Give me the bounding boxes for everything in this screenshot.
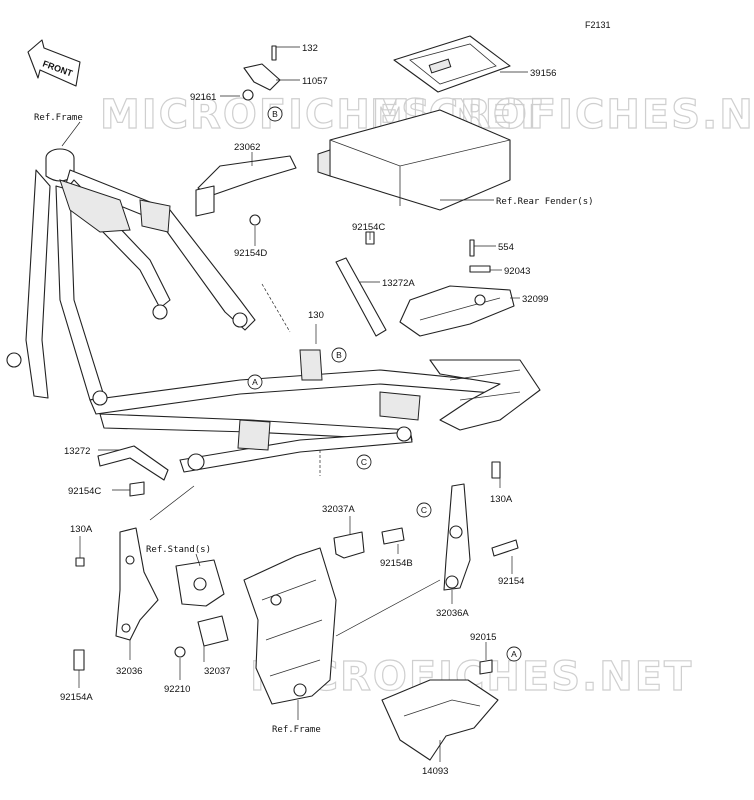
bracket-11057: [242, 45, 281, 101]
callout-b-top: B: [272, 109, 278, 119]
front-arrow-icon: FRONT: [27, 39, 81, 87]
callout-c-bracket: C: [421, 505, 427, 515]
bracket-32099: [399, 239, 515, 337]
stand-bracket: [175, 559, 225, 607]
label-92154A: 92154A: [60, 692, 93, 703]
label-92154D: 92154D: [234, 248, 267, 259]
rear-fender-box: [317, 109, 511, 211]
label-13272: 13272: [64, 446, 90, 457]
label-92015: 92015: [470, 632, 496, 643]
label-92154C-top: 92154C: [352, 222, 385, 233]
reference-labels: Ref.Frame Ref.Rear Fender(s) Ref.Stand(s…: [34, 113, 594, 735]
label-39156: 39156: [530, 68, 556, 79]
label-32037: 32037: [204, 666, 230, 677]
callout-c-frame: C: [361, 457, 367, 467]
label-92154C-left: 92154C: [68, 486, 101, 497]
stay-13272: [97, 445, 169, 497]
label-130: 130: [308, 310, 324, 321]
label-130A-right: 130A: [490, 494, 513, 505]
label-92154: 92154: [498, 576, 524, 587]
callout-a-frame: A: [252, 377, 258, 387]
label-92210: 92210: [164, 684, 190, 695]
figure-code: F2131: [585, 20, 611, 30]
label-14093: 14093: [422, 766, 448, 777]
label-32099: 32099: [522, 294, 548, 305]
main-frame: [6, 148, 541, 473]
label-32036A: 32036A: [436, 608, 469, 619]
label-132: 132: [302, 43, 318, 54]
callouts: B A B C C A: [247, 106, 522, 662]
bracket-32037A: [333, 527, 405, 559]
label-554: 554: [498, 242, 514, 253]
bracket-23062: [195, 155, 297, 226]
ref-frame-top: Ref.Frame: [34, 113, 83, 123]
label-32036: 32036: [116, 666, 142, 677]
bracket-32036: [73, 527, 159, 671]
part-labels: 132 11057 92161 39156 23062 92154D 92154…: [60, 43, 556, 777]
bracket-32037: [174, 615, 229, 658]
ref-rear-fender: Ref.Rear Fender(s): [496, 197, 594, 207]
label-32037A: 32037A: [322, 504, 355, 515]
leader-lines: [61, 46, 528, 762]
ref-frame-bottom: Ref.Frame: [272, 725, 321, 735]
engine-bracket: [243, 547, 337, 705]
callout-b-frame: B: [336, 350, 342, 360]
callout-a-guard: A: [511, 649, 517, 659]
guard-14093: [381, 659, 499, 761]
label-92043: 92043: [504, 266, 530, 277]
label-23062: 23062: [234, 142, 260, 153]
label-11057: 11057: [302, 76, 328, 87]
stay-13272A: [335, 231, 387, 337]
ref-stand: Ref.Stand(s): [146, 545, 211, 555]
bracket-32036A: [443, 461, 519, 591]
label-13272A: 13272A: [382, 278, 415, 289]
label-92161: 92161: [190, 92, 216, 103]
label-130A-left: 130A: [70, 524, 93, 535]
label-92154B: 92154B: [380, 558, 413, 569]
battery-pad: [393, 35, 511, 93]
